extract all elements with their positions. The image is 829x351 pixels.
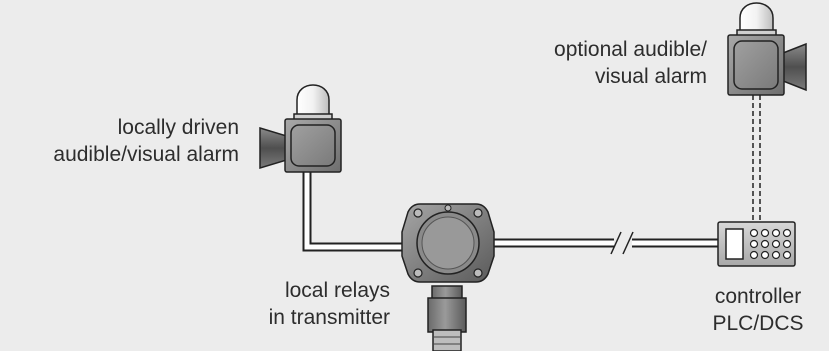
label-local-alarm-line2: audible/visual alarm (53, 143, 239, 166)
label-optional-alarm-line1: optional audible/ (554, 38, 707, 61)
label-local-relays: local relays in transmitter (269, 277, 390, 331)
local-alarm-beacon-icon (259, 84, 342, 173)
optional-alarm-beacon-icon (727, 2, 807, 96)
label-local-alarm-line1: locally driven (117, 116, 239, 139)
label-local-relays-line1: local relays (284, 279, 390, 302)
label-optional-alarm-line2: visual alarm (594, 65, 707, 88)
wire-controller (494, 231, 718, 255)
label-local-alarm: locally driven audible/visual alarm (53, 114, 239, 168)
wire-local-alarm (302, 172, 402, 252)
controller-keypad-icon (717, 221, 796, 267)
label-controller-line2: PLC/DCS (712, 312, 804, 335)
label-controller: controller PLC/DCS (695, 283, 821, 337)
label-controller-line1: controller (714, 285, 802, 308)
label-optional-alarm: optional audible/ visual alarm (554, 36, 707, 90)
label-local-relays-line2: in transmitter (268, 306, 390, 329)
wire-optional-alarm-dashed (752, 95, 761, 226)
gas-transmitter-icon (401, 203, 495, 351)
